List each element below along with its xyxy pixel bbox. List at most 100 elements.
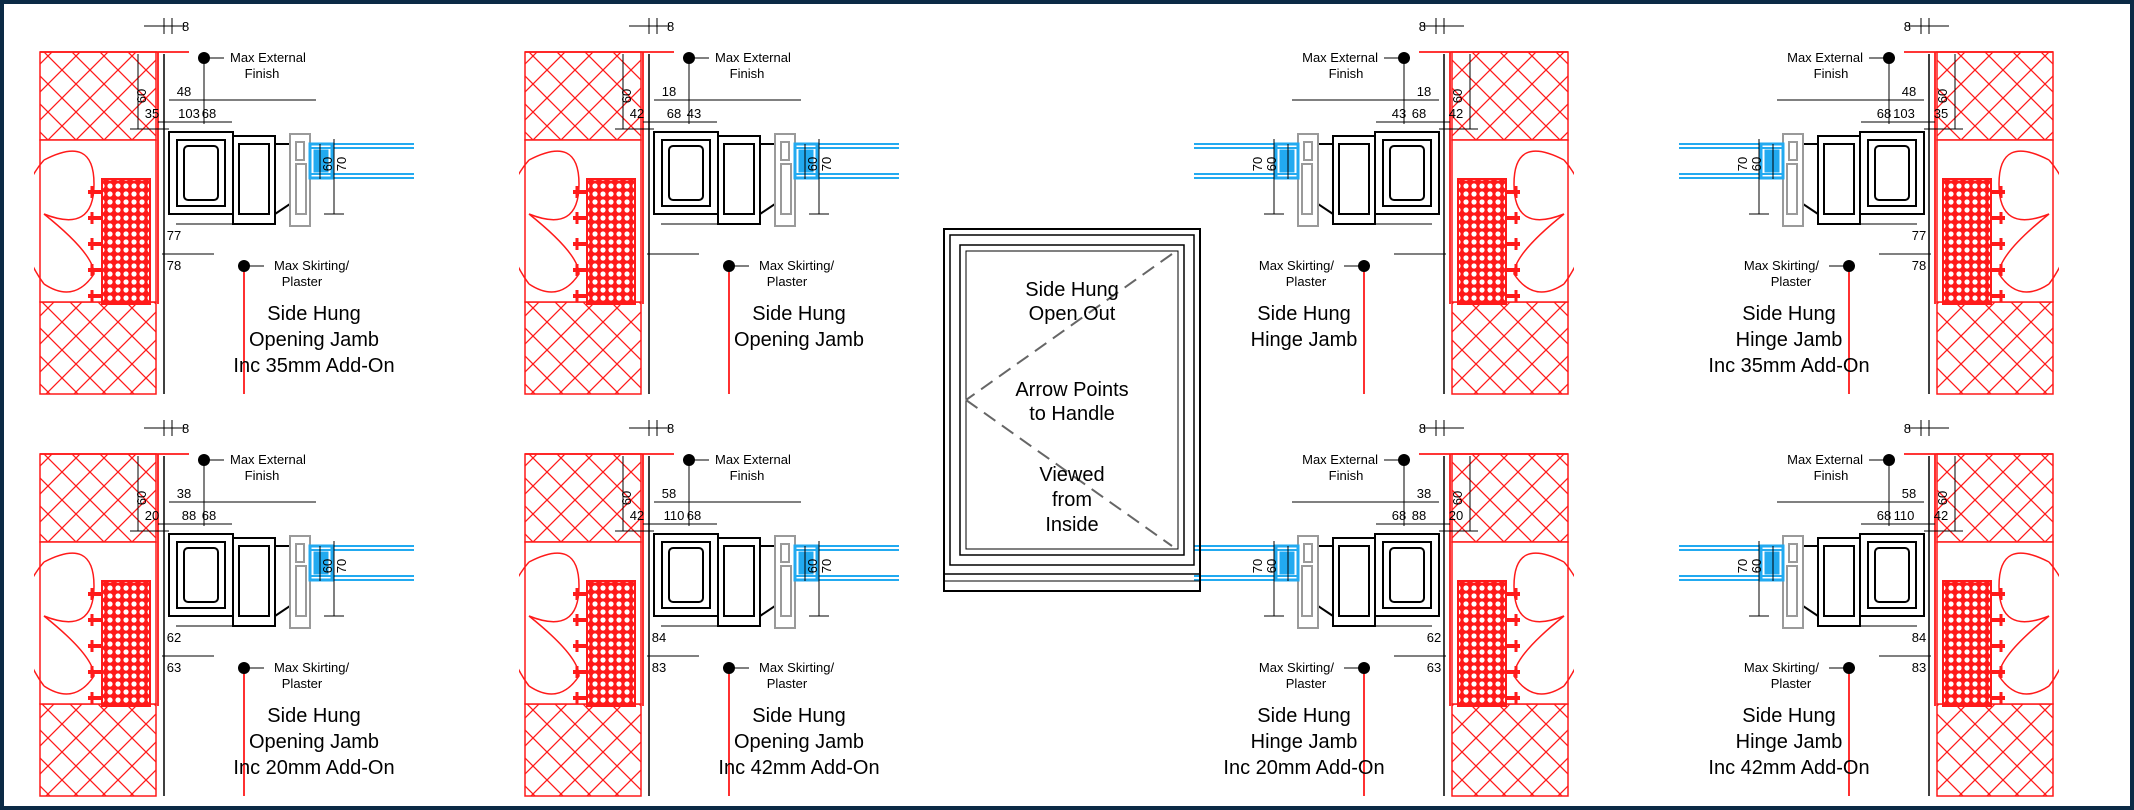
- dim-60-glass: 60: [320, 559, 335, 573]
- dim-60-glass: 60: [1749, 157, 1764, 171]
- center-text-7: Inside: [1045, 514, 1098, 536]
- dim-60-depth: 60: [1450, 89, 1465, 103]
- dim-83: 83: [652, 660, 666, 675]
- label-plaster: Plaster: [1286, 274, 1327, 289]
- label-max-external: Max External: [1787, 50, 1863, 65]
- dim-88: 88: [1412, 508, 1426, 523]
- caption-line-2: Hinge Jamb: [1736, 731, 1843, 753]
- label-max-skirting: Max Skirting/: [274, 660, 350, 675]
- dim-42: 42: [630, 106, 644, 121]
- caption-line-3: Inc 35mm Add-On: [1708, 355, 1869, 377]
- dim-42: 42: [630, 508, 644, 523]
- caption-line-3: Inc 20mm Add-On: [1223, 757, 1384, 779]
- dim-60-depth: 60: [1450, 491, 1465, 505]
- caption-line-1: Side Hung: [752, 303, 845, 325]
- dim-35: 35: [145, 106, 159, 121]
- dim-60-glass: 60: [320, 157, 335, 171]
- label-finish: Finish: [730, 468, 765, 483]
- dim-70: 70: [1250, 157, 1265, 171]
- dim-68: 68: [1412, 106, 1426, 121]
- dim-48: 48: [1902, 84, 1916, 99]
- label-finish: Finish: [1329, 468, 1364, 483]
- label-max-skirting: Max Skirting/: [1744, 258, 1820, 273]
- dim-68: 68: [202, 508, 216, 523]
- dim-8: 8: [1419, 421, 1426, 436]
- dim-63: 63: [1427, 660, 1441, 675]
- caption-line-3: Inc 20mm Add-On: [233, 757, 394, 779]
- dim-58: 58: [662, 486, 676, 501]
- center-text-3: Arrow Points: [1015, 379, 1128, 401]
- caption-line-1: Side Hung: [1257, 303, 1350, 325]
- dim-18: 18: [662, 84, 676, 99]
- label-max-skirting: Max Skirting/: [759, 258, 835, 273]
- dim-43: 43: [687, 106, 701, 121]
- dim-68: 68: [202, 106, 216, 121]
- dim-60-glass: 60: [1749, 559, 1764, 573]
- caption-line-2: Opening Jamb: [249, 329, 379, 351]
- dim-70: 70: [1735, 157, 1750, 171]
- label-max-skirting: Max Skirting/: [1744, 660, 1820, 675]
- dim-84: 84: [1912, 630, 1926, 645]
- dim-60-depth: 60: [1935, 89, 1950, 103]
- label-max-external: Max External: [230, 452, 306, 467]
- label-finish: Finish: [245, 66, 280, 81]
- dim-42: 42: [1449, 106, 1463, 121]
- dim-60-glass: 60: [1264, 157, 1279, 171]
- center-text-5: Viewed: [1039, 464, 1104, 486]
- caption-line-3: Inc 35mm Add-On: [233, 355, 394, 377]
- dim-62: 62: [167, 630, 181, 645]
- caption-line-1: Side Hung: [267, 303, 360, 325]
- center-text-2: Open Out: [1029, 303, 1116, 325]
- dim-68: 68: [687, 508, 701, 523]
- dim-70: 70: [819, 559, 834, 573]
- center-text-4: to Handle: [1029, 403, 1115, 425]
- dim-48: 48: [177, 84, 191, 99]
- label-max-external: Max External: [715, 452, 791, 467]
- dim-84: 84: [652, 630, 666, 645]
- dim-70: 70: [334, 157, 349, 171]
- dim-20: 20: [145, 508, 159, 523]
- dim-88: 88: [182, 508, 196, 523]
- caption-line-1: Side Hung: [1742, 705, 1835, 727]
- label-plaster: Plaster: [767, 274, 808, 289]
- dim-38: 38: [177, 486, 191, 501]
- label-plaster: Plaster: [282, 274, 323, 289]
- dim-8: 8: [182, 421, 189, 436]
- label-max-external: Max External: [1302, 452, 1378, 467]
- caption-line-3: Inc 42mm Add-On: [718, 757, 879, 779]
- label-finish: Finish: [245, 468, 280, 483]
- dim-70: 70: [819, 157, 834, 171]
- dim-63: 63: [167, 660, 181, 675]
- dim-103: 103: [1893, 106, 1915, 121]
- dim-70: 70: [1250, 559, 1265, 573]
- dim-68: 68: [1877, 106, 1891, 121]
- dim-60-glass: 60: [805, 157, 820, 171]
- dim-60-depth: 60: [1935, 491, 1950, 505]
- dim-18: 18: [1417, 84, 1431, 99]
- dim-8: 8: [1904, 19, 1911, 34]
- dim-70: 70: [334, 559, 349, 573]
- label-max-skirting: Max Skirting/: [1259, 258, 1335, 273]
- caption-line-2: Opening Jamb: [734, 731, 864, 753]
- label-max-skirting: Max Skirting/: [274, 258, 350, 273]
- center-text-1: Side Hung: [1025, 279, 1118, 301]
- dim-103: 103: [178, 106, 200, 121]
- label-plaster: Plaster: [1771, 274, 1812, 289]
- dim-77: 77: [167, 228, 181, 243]
- caption-line-1: Side Hung: [752, 705, 845, 727]
- dim-20: 20: [1449, 508, 1463, 523]
- dim-8: 8: [182, 19, 189, 34]
- dim-60-depth: 60: [134, 89, 149, 103]
- caption-line-2: Hinge Jamb: [1251, 329, 1358, 351]
- label-plaster: Plaster: [1286, 676, 1327, 691]
- dim-8: 8: [1904, 421, 1911, 436]
- label-finish: Finish: [1814, 468, 1849, 483]
- label-max-external: Max External: [230, 50, 306, 65]
- label-finish: Finish: [730, 66, 765, 81]
